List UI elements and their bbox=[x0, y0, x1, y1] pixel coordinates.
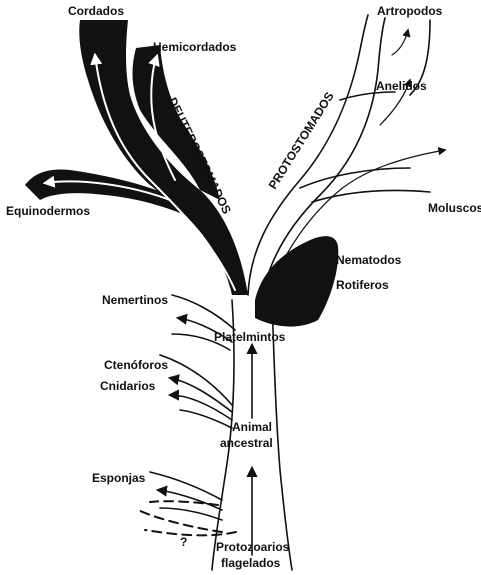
label-esponjas: Esponjas bbox=[92, 471, 146, 485]
label-artropodos: Artropodos bbox=[377, 4, 443, 18]
nematodos-rotiferos-mass bbox=[255, 236, 338, 327]
label-cnidarios: Cnidarios bbox=[100, 379, 156, 393]
label-flagelados: flagelados bbox=[221, 556, 281, 570]
deuterostome-branch bbox=[25, 20, 248, 295]
label-anelidos: Anelidos bbox=[376, 79, 427, 93]
label-moluscos: Moluscos bbox=[428, 201, 481, 215]
label-question: ? bbox=[180, 535, 187, 549]
label-hemicordados: Hemicordados bbox=[153, 40, 237, 54]
label-platelmintos: Platelmintos bbox=[214, 330, 286, 344]
label-nematodos: Nematodos bbox=[336, 253, 402, 267]
label-ancestral: ancestral bbox=[220, 436, 273, 450]
label-protozoarios: Protozoarios bbox=[216, 540, 290, 554]
label-protostomados: PROTOSTOMADOS bbox=[266, 90, 337, 192]
label-animal: Animal bbox=[232, 420, 272, 434]
label-ctenoforos: Ctenóforos bbox=[104, 358, 168, 372]
label-cordados: Cordados bbox=[68, 4, 124, 18]
label-equinodermos: Equinodermos bbox=[6, 204, 90, 218]
label-nemertinos: Nemertinos bbox=[102, 293, 168, 307]
label-rotiferos: Rotiferos bbox=[336, 278, 389, 292]
ctenoforos-cnidarios-branch bbox=[160, 355, 232, 428]
